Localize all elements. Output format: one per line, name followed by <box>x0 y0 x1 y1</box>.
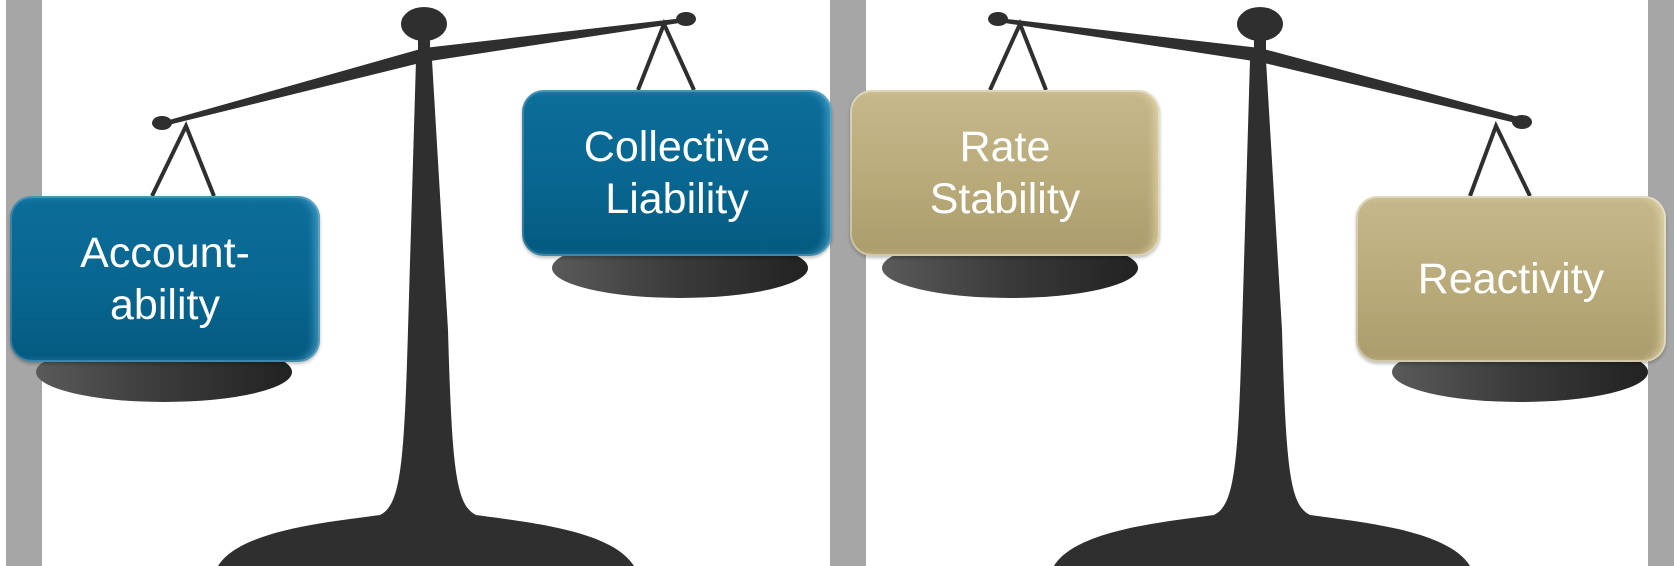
collective-liability-label: Collective Liability <box>583 123 771 223</box>
left-scale-icon <box>36 7 808 566</box>
reactivity-label: Reactivity <box>1417 255 1605 303</box>
right-scale-hanger-right <box>1468 120 1532 197</box>
right-scale-knob <box>1237 7 1283 41</box>
right-scale-base <box>1054 60 1470 566</box>
rate-stability-label: Rate Stability <box>929 123 1081 223</box>
left-scale-hanger-left <box>150 121 216 197</box>
right-scale-hanger-left <box>988 18 1048 91</box>
left-scale-base <box>218 60 634 566</box>
left-scale-knob <box>401 7 447 41</box>
left-scale-beam <box>162 18 686 126</box>
left-scale-hanger-right <box>636 18 696 91</box>
accountability-label: Account- ability <box>80 229 250 329</box>
accountability-pan: Account- ability <box>10 196 320 362</box>
reactivity-pan: Reactivity <box>1356 196 1666 362</box>
right-scale-beam <box>998 18 1522 124</box>
rate-stability-pan: Rate Stability <box>850 90 1160 256</box>
collective-liability-pan: Collective Liability <box>522 90 832 256</box>
